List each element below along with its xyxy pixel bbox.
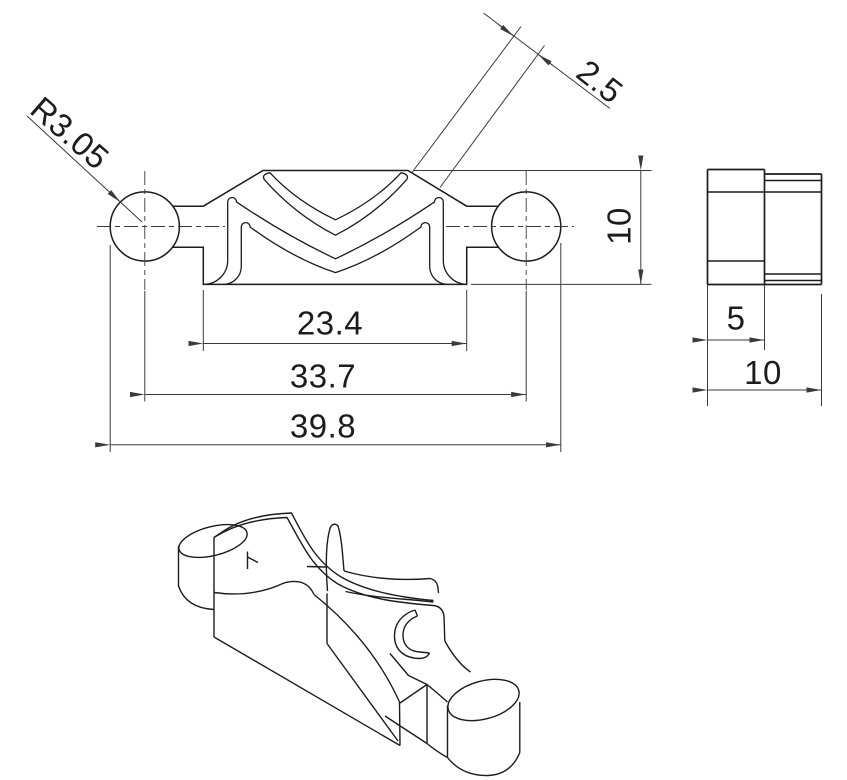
hook-wall-thickness-caps bbox=[414, 609, 430, 654]
hook-corner-edge bbox=[433, 604, 446, 642]
centerlines bbox=[97, 171, 574, 290]
saddle-upper-curve bbox=[203, 196, 468, 286]
rear-wall-band-lower bbox=[345, 590, 434, 603]
extension-line bbox=[439, 45, 545, 188]
wall-base-curve bbox=[213, 580, 315, 595]
right-boss-bottom-arc bbox=[446, 752, 521, 777]
rear-wall-finger bbox=[325, 523, 345, 592]
plate-rear-edges bbox=[384, 684, 428, 745]
radius-leader-line bbox=[26, 115, 121, 203]
hook-outer-curve bbox=[393, 609, 431, 660]
side-view-inner-lines bbox=[707, 179, 822, 282]
side-outline-edges bbox=[706, 168, 823, 286]
front-view-inner-features bbox=[203, 172, 468, 286]
dim-inner-width-value: 23.4 bbox=[297, 305, 363, 342]
dim-overall-depth-value: 10 bbox=[744, 354, 782, 391]
rear-wall-band-upper bbox=[343, 570, 431, 581]
tab-to-boss-edges bbox=[426, 683, 448, 759]
front-view bbox=[26, 12, 652, 452]
front-wall-top-outer-edge bbox=[213, 516, 434, 607]
front-wall-top-inner-edge bbox=[221, 512, 434, 602]
front-view-outline bbox=[109, 169, 562, 286]
plate-right-front-edge bbox=[398, 701, 401, 746]
side-view-outline bbox=[706, 168, 823, 286]
hook-inner-curve bbox=[402, 615, 421, 653]
dim-center-distance-value: 33.7 bbox=[290, 358, 356, 395]
radius-leader-tail bbox=[120, 201, 143, 223]
dim-radius bbox=[26, 115, 143, 223]
dim-slot-thickness bbox=[411, 12, 611, 188]
extension-line bbox=[411, 26, 522, 173]
isometric-view bbox=[177, 512, 521, 777]
chevron-slot bbox=[262, 172, 409, 236]
neck-upper-edge bbox=[444, 640, 471, 673]
dim-radius-value: R3.05 bbox=[24, 89, 117, 176]
front-wall-top-cap bbox=[213, 531, 222, 539]
side-inner-edges bbox=[707, 179, 822, 282]
left-boss-side bbox=[177, 546, 215, 611]
plate-step-edges bbox=[389, 653, 428, 704]
dim-inner-width bbox=[188, 290, 468, 351]
plate-front-bottom-edge bbox=[213, 636, 401, 747]
body-outline bbox=[172, 169, 499, 286]
right-boss-sides bbox=[446, 702, 521, 758]
dimension-texts: R3.05 2.5 10 23.4 33.7 39.8 5 10 bbox=[24, 52, 782, 444]
dim-slot-thickness-value: 2.5 bbox=[570, 52, 630, 110]
wall-plate-intersection bbox=[326, 593, 399, 742]
dim-overall-width-value: 39.8 bbox=[290, 408, 356, 445]
side-view-dimensions bbox=[692, 284, 822, 406]
left-boss-neck-edge bbox=[246, 551, 259, 569]
saddle-lower-curve bbox=[223, 221, 448, 286]
dim-left-width bbox=[692, 284, 765, 406]
dim-overall-depth bbox=[692, 294, 822, 406]
slot-floor-edge bbox=[306, 565, 327, 568]
dim-height-value: 10 bbox=[601, 207, 638, 245]
front-view-dimensions bbox=[26, 12, 652, 452]
side-view bbox=[692, 168, 823, 406]
dim-overall-width bbox=[95, 243, 562, 452]
arrow-stub bbox=[498, 24, 514, 37]
dim-center-distance bbox=[129, 291, 527, 402]
dim-left-width-value: 5 bbox=[727, 300, 746, 337]
arrow-stub bbox=[537, 54, 553, 66]
rear-band-end-cap bbox=[429, 577, 440, 594]
right-boss-top-ellipse bbox=[447, 678, 520, 722]
